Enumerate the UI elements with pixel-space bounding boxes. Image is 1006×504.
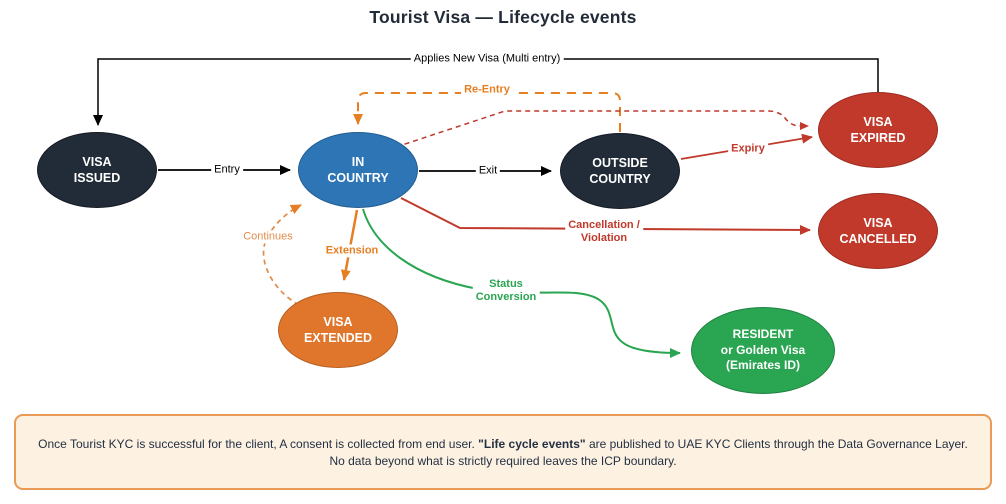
footer-note-line2: No data beyond what is strictly required…: [329, 453, 677, 468]
edge-in-country-expiry: [395, 110, 809, 148]
edge-label-expiry: Expiry: [728, 142, 768, 156]
node-visa-extended: VISA EXTENDED: [278, 292, 398, 368]
footer-note-line1: Once Tourist KYC is successful for the c…: [38, 437, 968, 451]
note-text: Once Tourist KYC is successful for the c…: [38, 436, 479, 451]
edge-label-entry: Entry: [211, 163, 243, 177]
node-in-country: IN COUNTRY: [298, 132, 418, 208]
edge-label-cancellation: Cancellation / Violation: [565, 218, 643, 246]
edge-label-status-conversion: Status Conversion: [472, 277, 540, 305]
edge-label-applies-new-visa: Applies New Visa (Multi entry): [410, 52, 564, 66]
note-text-bold: "Life cycle events": [478, 436, 586, 451]
edge-label-continues: Continues: [240, 230, 296, 244]
edge-label-exit: Exit: [475, 164, 501, 178]
edge-status-conversion: [362, 208, 681, 358]
node-visa-issued: VISA ISSUED: [37, 132, 157, 208]
note-text: are published to UAE KYC Clients through…: [585, 436, 968, 451]
footer-note: Once Tourist KYC is successful for the c…: [14, 414, 992, 490]
node-visa-expired: VISA EXPIRED: [818, 92, 938, 168]
node-outside-country: OUTSIDE COUNTRY: [560, 133, 680, 209]
edge-re-entry: [353, 92, 621, 132]
edge-label-re-entry: Re-Entry: [461, 83, 513, 97]
node-visa-cancelled: VISA CANCELLED: [818, 193, 938, 269]
diagram-title: Tourist Visa — Lifecycle events: [369, 7, 637, 27]
edge-label-extension: Extension: [322, 244, 382, 258]
edge-cancellation: [400, 197, 811, 235]
edge-continues: [262, 204, 302, 306]
node-resident: RESIDENT or Golden Visa (Emirates ID): [691, 307, 835, 394]
